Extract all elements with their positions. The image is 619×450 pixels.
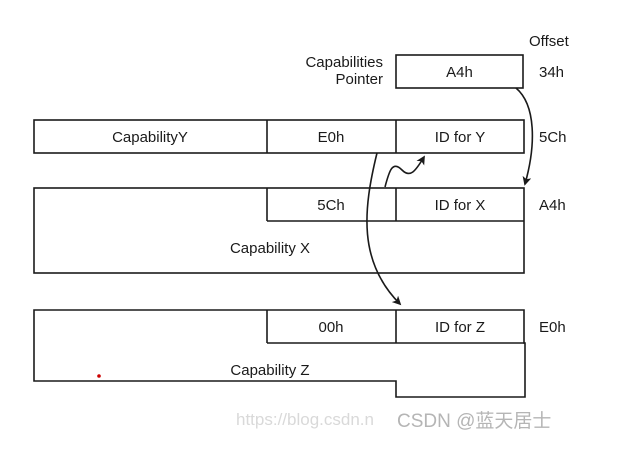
capability-y-block: CapabilityY E0h ID for Y 5Ch	[33, 119, 567, 154]
capability-x-id: ID for X	[435, 197, 486, 214]
capability-z-offset: E0h	[539, 319, 566, 336]
capabilities-pointer-offset: 34h	[539, 64, 564, 81]
watermark-url: https://blog.csdn.n	[236, 410, 374, 429]
capability-y-name: CapabilityY	[112, 129, 188, 146]
capability-z-next-ptr: 00h	[318, 319, 343, 336]
watermark-brand: CSDN @蓝天居士	[397, 410, 551, 432]
capability-x-name: Capability X	[230, 240, 310, 257]
capability-y-id: ID for Y	[435, 129, 486, 146]
capability-y-next-ptr: E0h	[318, 129, 345, 146]
arrow-y-to-z	[366, 152, 402, 306]
capability-z-box	[33, 309, 526, 398]
capabilities-pointer-label-line2: Pointer	[335, 71, 383, 88]
offset-header: Offset	[529, 33, 570, 50]
arrow-pointer-to-x	[515, 87, 534, 186]
capabilities-pointer-box	[395, 54, 524, 89]
capability-y-offset: 5Ch	[539, 129, 567, 146]
capabilities-pointer-value: A4h	[446, 64, 473, 81]
capability-z-name: Capability Z	[230, 362, 309, 379]
capability-x-next-ptr: 5Ch	[317, 197, 345, 214]
capabilities-pointer: Capabilities Pointer A4h 34h	[305, 54, 564, 89]
capability-x-offset: A4h	[539, 197, 566, 214]
capability-z-id: ID for Z	[435, 319, 485, 336]
arrow-x-to-y	[384, 155, 425, 188]
capability-y-box	[33, 119, 525, 154]
red-dot-marker	[97, 374, 101, 378]
capability-x-block: 5Ch ID for X Capability X A4h	[33, 187, 566, 274]
capabilities-pointer-label-line1: Capabilities	[305, 54, 383, 71]
watermark: https://blog.csdn.n CSDN @蓝天居士	[236, 410, 551, 432]
capability-x-box	[33, 187, 525, 274]
capability-z-block: 00h ID for Z Capability Z E0h	[33, 309, 566, 398]
